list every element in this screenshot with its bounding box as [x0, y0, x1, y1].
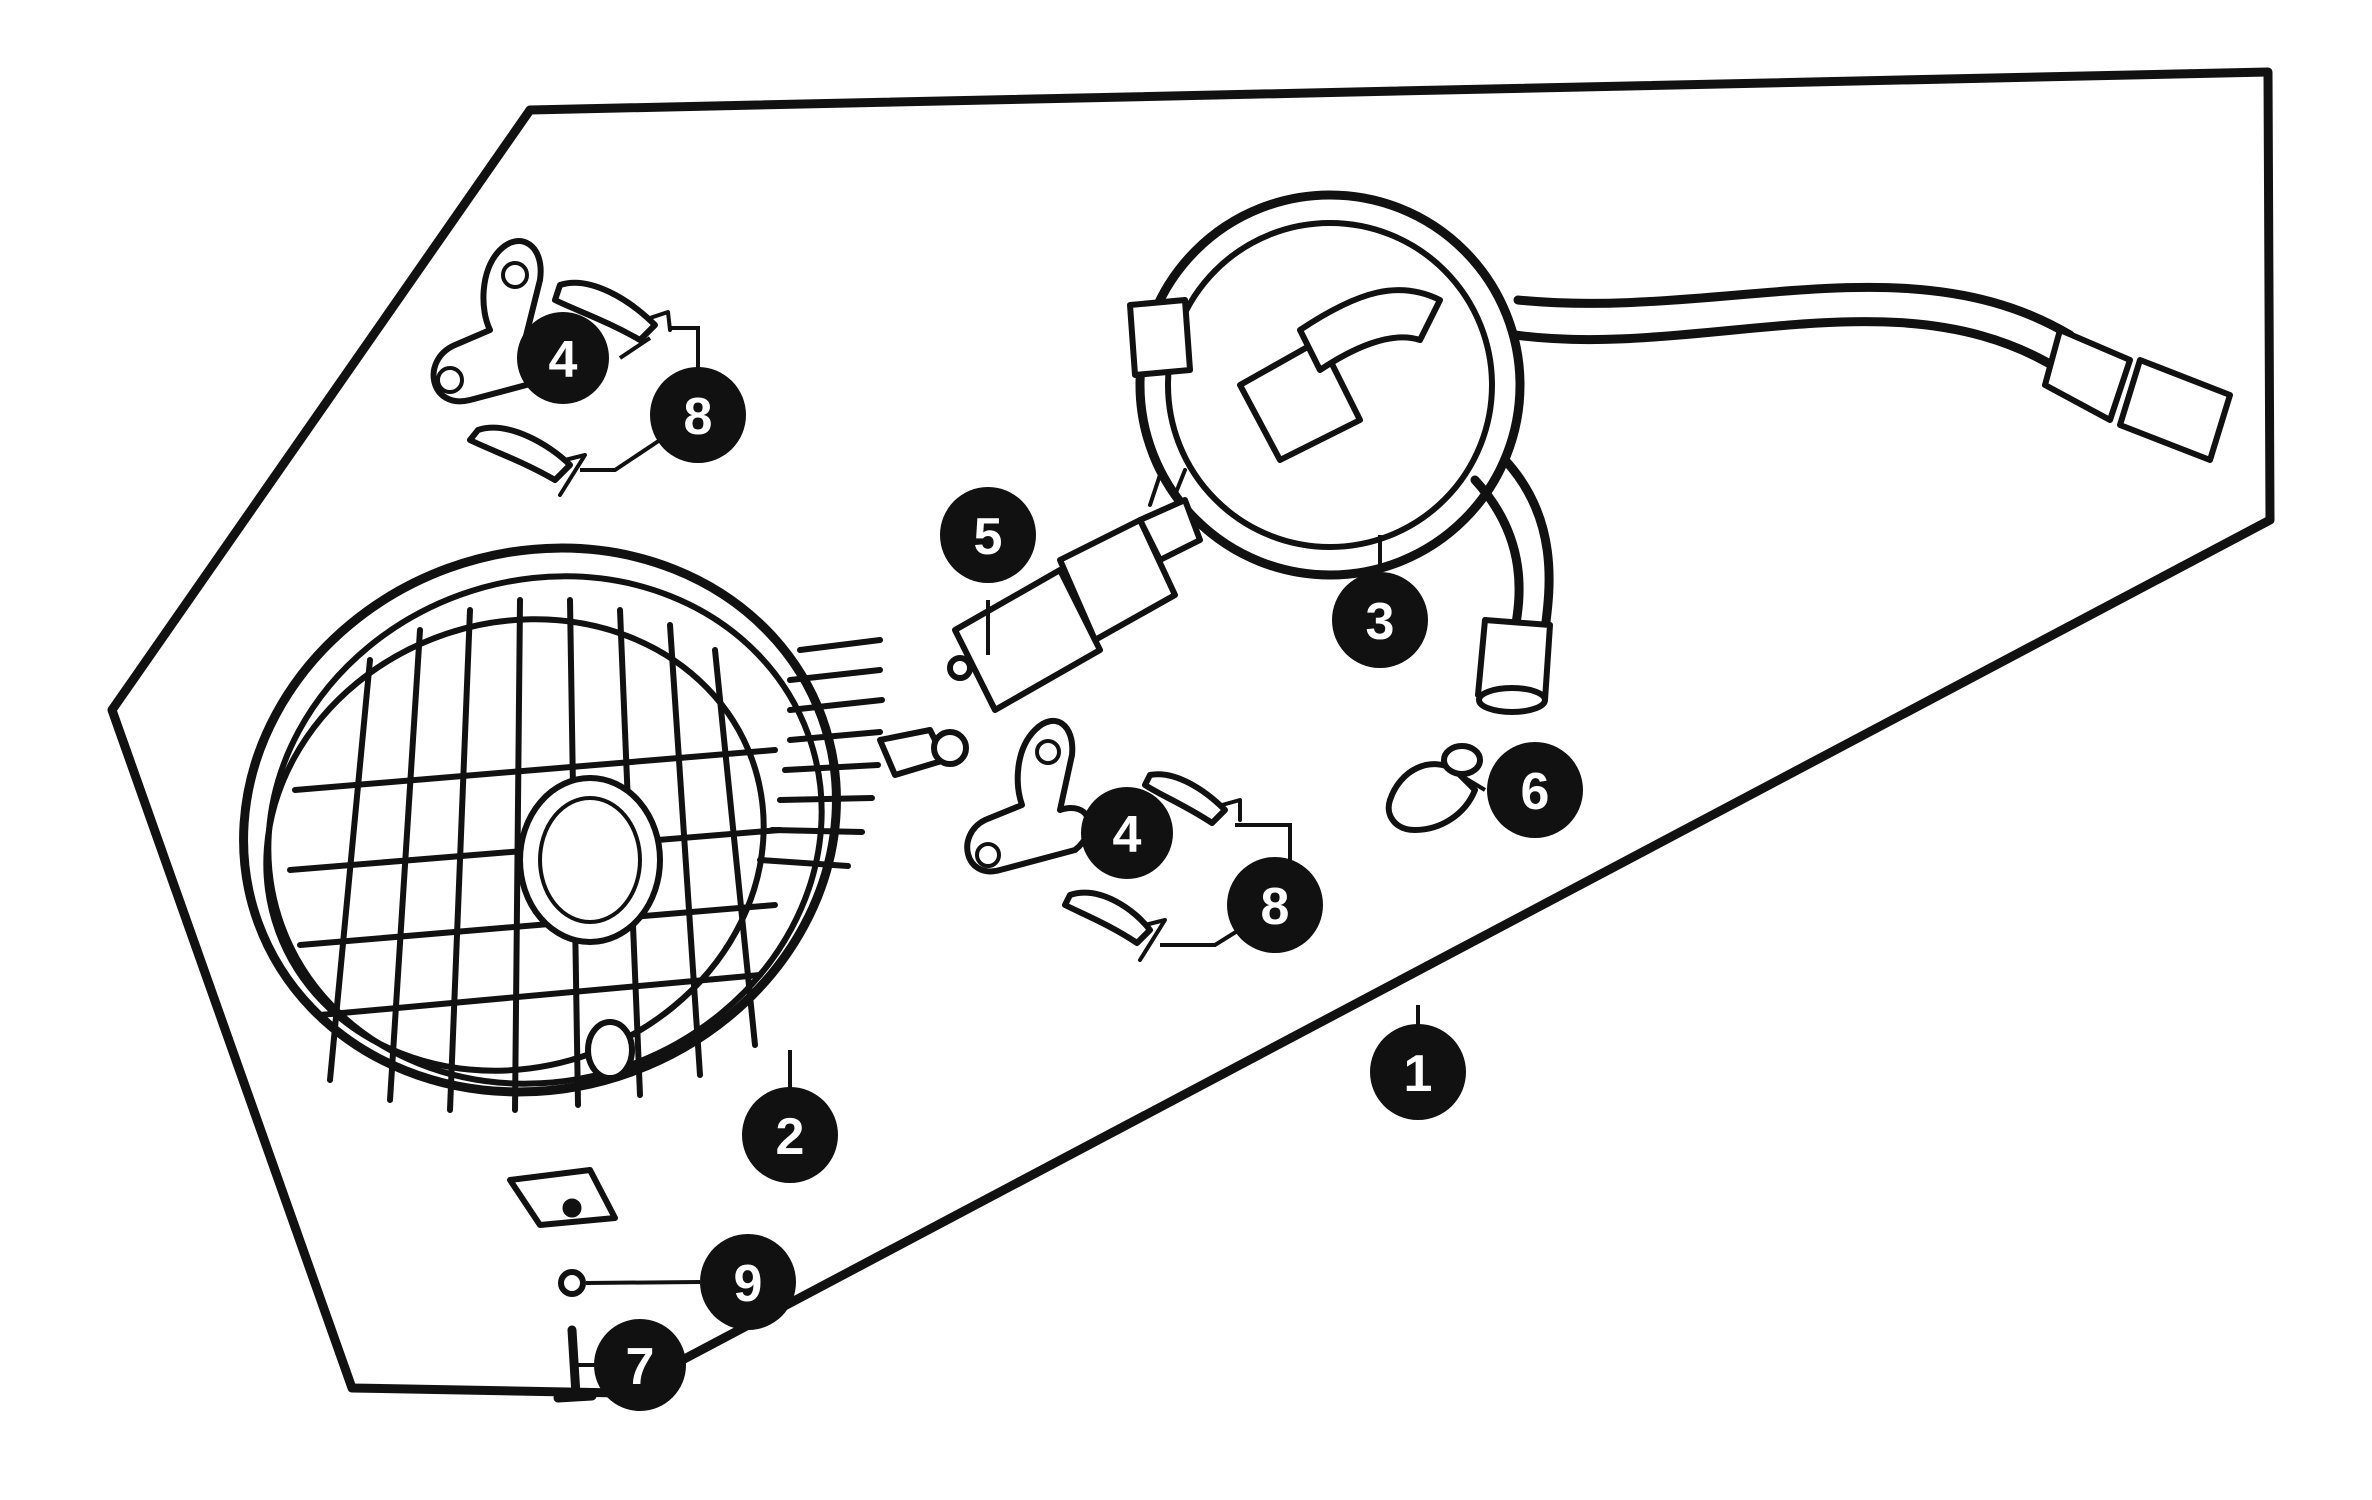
- callout-1: 1: [1370, 1024, 1466, 1120]
- svg-text:9: 9: [734, 1255, 763, 1313]
- callout-4-lower: 4: [1081, 787, 1173, 879]
- callout-3: 3: [1332, 572, 1428, 668]
- callout-6: 6: [1487, 742, 1583, 838]
- svg-text:8: 8: [684, 388, 713, 446]
- svg-text:4: 4: [1113, 806, 1142, 864]
- assembly-boundary-outline: [107, 67, 2275, 1398]
- callout-9: 9: [700, 1234, 796, 1330]
- svg-text:1: 1: [1404, 1045, 1433, 1103]
- svg-text:5: 5: [974, 508, 1003, 566]
- callout-2: 2: [742, 1087, 838, 1183]
- svg-text:6: 6: [1521, 763, 1550, 821]
- rubber-damper-upper-a: [552, 279, 672, 343]
- svg-text:4: 4: [549, 331, 578, 389]
- svg-text:2: 2: [776, 1108, 805, 1166]
- headlight-housing: [239, 543, 969, 1228]
- callout-4-upper: 4: [517, 312, 609, 404]
- callout-5: 5: [940, 487, 1036, 583]
- callout-8-upper: 8: [650, 367, 746, 463]
- pilot-bulb: [1385, 743, 1483, 833]
- svg-text:3: 3: [1366, 593, 1395, 651]
- headlight-bulb: [947, 468, 1203, 713]
- rubber-damper-lower-a: [1142, 771, 1242, 826]
- washer: [558, 1269, 586, 1297]
- screw: [553, 1325, 597, 1403]
- svg-text:7: 7: [626, 1338, 655, 1396]
- socket-harness: [1127, 190, 2233, 715]
- callout-8-lower: 8: [1227, 857, 1323, 953]
- rubber-damper-upper-b: [467, 424, 587, 497]
- mounting-bracket-lower: [964, 717, 1093, 875]
- callout-7: 7: [594, 1319, 686, 1411]
- svg-text:8: 8: [1261, 878, 1290, 936]
- rubber-damper-lower-b: [1062, 889, 1167, 962]
